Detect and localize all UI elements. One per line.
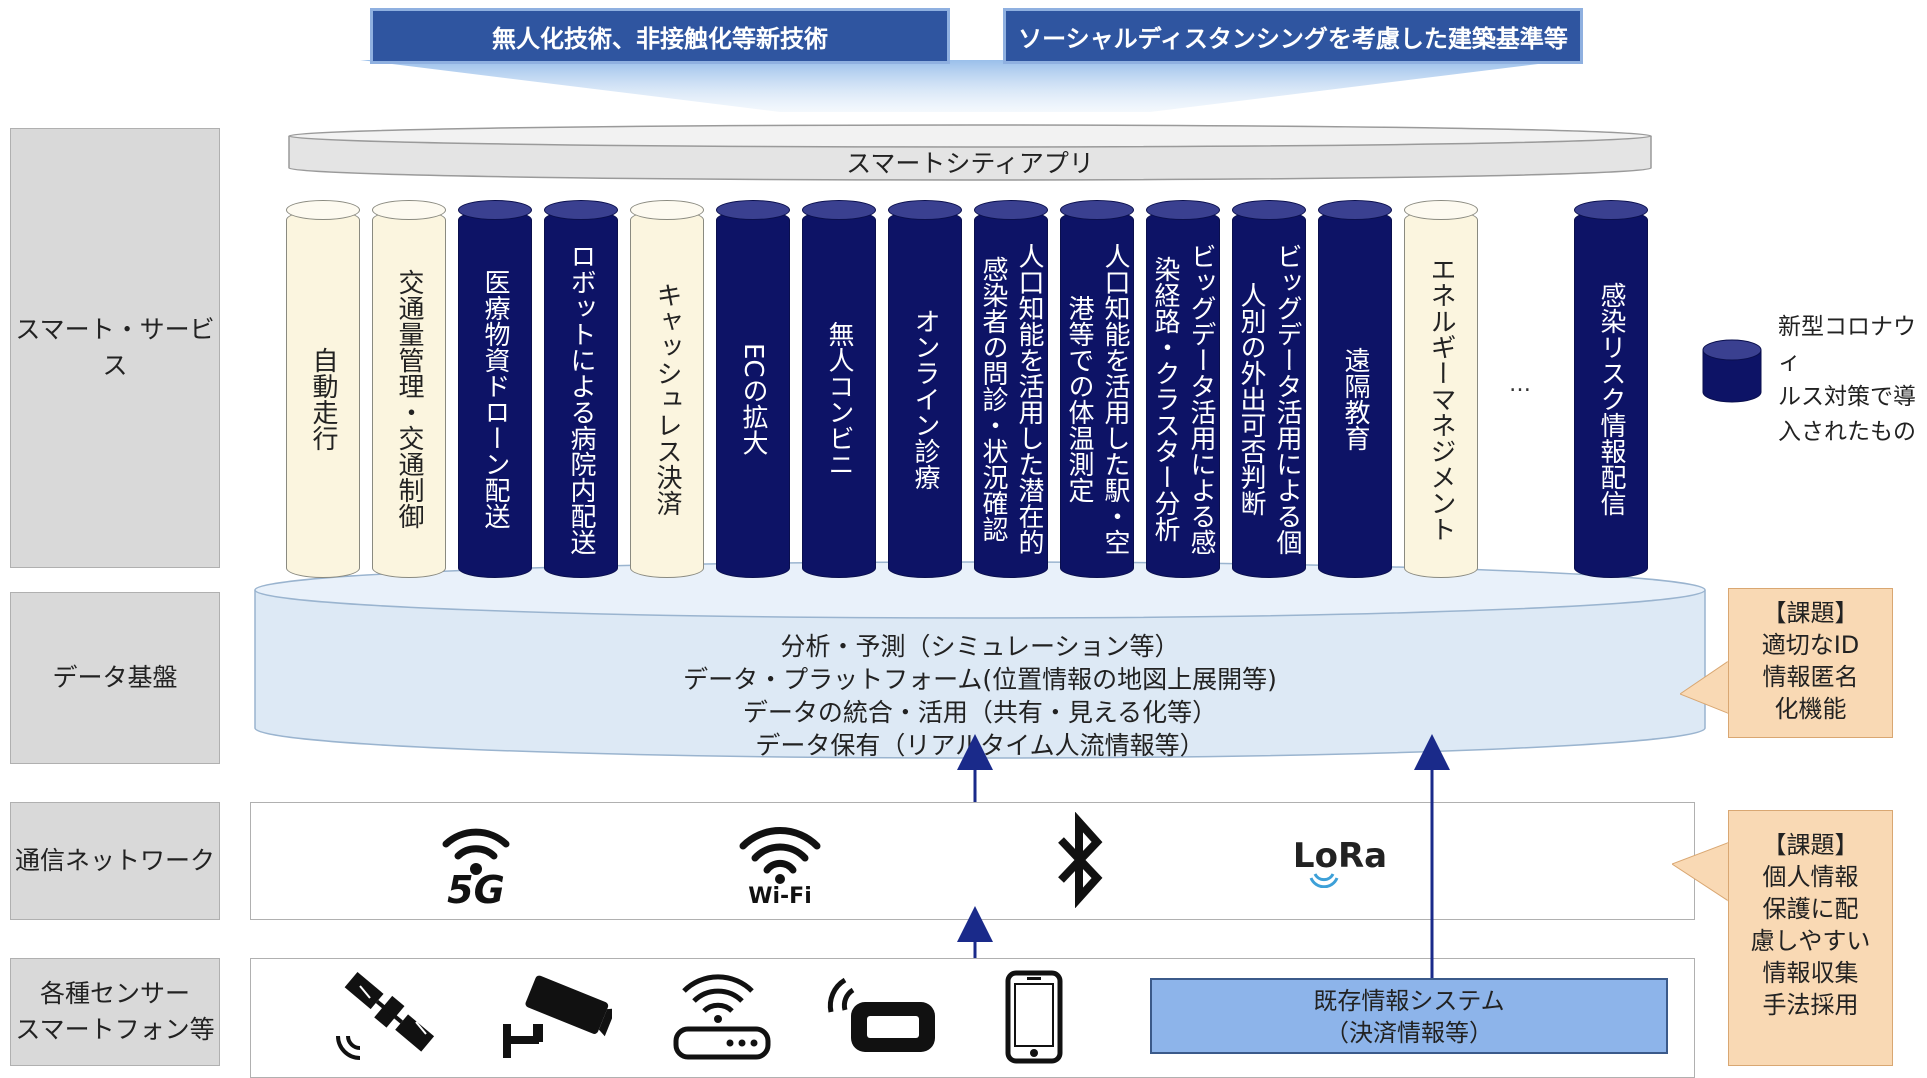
service-label: オンライン診療 xyxy=(910,308,940,490)
service-traffic-control[interactable]: 交通量管理・交通制御 xyxy=(372,200,446,580)
service-ai-temperature[interactable]: 人口知能を活用した駅・空 港等での体温測定 xyxy=(1060,200,1134,580)
top-funnel xyxy=(360,60,1570,112)
issue1-line: 適切なID xyxy=(1761,631,1860,659)
service-label: ロボットによる病院内配送 xyxy=(566,243,596,555)
service-online-medical[interactable]: オンライン診療 xyxy=(888,200,962,580)
service-label-line1: 人口知能を活用した潜在的 xyxy=(1014,243,1044,555)
existing-system-line2: （決済情報等） xyxy=(1325,1019,1493,1047)
data-platform-line: データ・プラットフォーム(位置情報の地図上展開等) xyxy=(683,665,1277,694)
network-box xyxy=(250,802,1695,920)
layer-label-smart-service: スマート・サービス xyxy=(10,128,220,568)
service-label-line2: 感染者の問診・状況確認 xyxy=(978,256,1008,542)
data-platform-line: 分析・予測（シミュレーション等） xyxy=(780,632,1180,661)
legend-line2: ルス対策で導 xyxy=(1778,384,1916,410)
service-ec-expansion[interactable]: ECの拡大 xyxy=(716,200,790,580)
service-label: キャッシュレス決済 xyxy=(652,282,682,516)
service-label-line2: 染経路・クラスター分析 xyxy=(1150,256,1180,542)
service-label: エネルギーマネジメント xyxy=(1426,256,1456,542)
sensors-label-line2: スマートフォン等 xyxy=(15,1015,215,1044)
service-label-line1: ビッグデータ活用による個 xyxy=(1272,243,1302,555)
service-label: 交通量管理・交通制御 xyxy=(394,269,424,529)
service-risk-info[interactable]: 感染リスク情報配信 xyxy=(1574,200,1648,580)
layer-label-sensors: 各種センサー スマートフォン等 xyxy=(10,958,220,1066)
services-ellipsis: … xyxy=(1509,372,1531,397)
issue1-line: 情報匿名 xyxy=(1762,663,1859,691)
existing-system-line1: 既存情報システム xyxy=(1313,987,1505,1015)
issue2-line: 個人情報 xyxy=(1762,863,1859,891)
wifi-arcs-icon xyxy=(442,828,510,875)
data-platform-line: データの統合・活用（共有・見える化等） xyxy=(742,698,1218,727)
service-drone-delivery[interactable]: 医療物資ドローン配送 xyxy=(458,200,532,580)
issue2-line: 保護に配 xyxy=(1762,895,1859,923)
service-label: 遠隔教育 xyxy=(1340,347,1370,451)
service-label-line2: 人別の外出可否判断 xyxy=(1236,282,1266,516)
service-ai-interview[interactable]: 人口知能を活用した潜在的 感染者の問診・状況確認 xyxy=(974,200,1048,580)
top-label-right: ソーシャルディスタンシングを考慮した建築基準等 xyxy=(1003,8,1583,64)
issue1-line: 化機能 xyxy=(1774,695,1847,723)
smartphone-icon xyxy=(1005,970,1063,1064)
service-energy-management[interactable]: エネルギーマネジメント xyxy=(1404,200,1478,580)
service-label-line1: ビッグデータ活用による感 xyxy=(1186,243,1216,555)
app-bar-shape xyxy=(288,124,1652,181)
wifi-fan-icon xyxy=(739,827,821,884)
service-robot-delivery[interactable]: ロボットによる病院内配送 xyxy=(544,200,618,580)
service-outing-judgment[interactable]: ビッグデータ活用による個 人別の外出可否判断 xyxy=(1232,200,1306,580)
fiveg-icon: 5G xyxy=(436,818,516,914)
issue2-line: 慮しやすい xyxy=(1750,927,1871,955)
service-cluster-analysis[interactable]: ビッグデータ活用による感 染経路・クラスター分析 xyxy=(1146,200,1220,580)
service-label: 医療物資ドローン配送 xyxy=(480,269,510,529)
satellite-icon xyxy=(336,971,435,1060)
issue2-line: 【課題】 xyxy=(1762,831,1859,859)
router-icon xyxy=(673,974,771,1060)
legend-line3: 入されたもの xyxy=(1778,419,1916,445)
service-remote-education[interactable]: 遠隔教育 xyxy=(1318,200,1392,580)
lora-waves-icon xyxy=(1309,873,1339,888)
sensors-label-line1: 各種センサー xyxy=(39,978,190,1008)
service-label-line1: 人口知能を活用した駅・空 xyxy=(1100,243,1130,555)
service-label: 無人コンビニ xyxy=(824,321,854,477)
service-label: 自動走行 xyxy=(308,347,338,451)
service-label: 感染リスク情報配信 xyxy=(1596,282,1626,516)
issue1-line: 【課題】 xyxy=(1762,599,1859,627)
legend-cylinder-icon xyxy=(1702,339,1762,403)
security-camera-icon xyxy=(503,975,612,1058)
service-autonomous-driving[interactable]: 自動走行 xyxy=(286,200,360,580)
fiveg-label: 5G xyxy=(447,868,505,912)
bluetooth-icon xyxy=(1058,812,1103,908)
legend-text: 新型コロナウィ ルス対策で導 入されたもの xyxy=(1778,310,1927,450)
issue2-line: 手法採用 xyxy=(1762,991,1859,1019)
wifi-icon: Wi-Fi xyxy=(735,818,825,916)
lora-icon: LoRa xyxy=(1285,836,1395,892)
layer-label-data-platform: データ基盤 xyxy=(10,592,220,764)
issue-callout-1: 【課題】 適切なID 情報匿名 化機能 xyxy=(1728,588,1893,738)
existing-system-box: 既存情報システム （決済情報等） xyxy=(1150,978,1668,1054)
wifi-label: Wi-Fi xyxy=(748,884,812,909)
legend-line1: 新型コロナウィ xyxy=(1778,314,1916,375)
service-label-line2: 港等での体温測定 xyxy=(1064,295,1094,503)
issue-callout-2: 【課題】 個人情報 保護に配 慮しやすい 情報収集 手法採用 xyxy=(1728,810,1893,1066)
service-label: ECの拡大 xyxy=(738,342,768,456)
layer-label-network: 通信ネットワーク xyxy=(10,802,220,920)
service-unmanned-store[interactable]: 無人コンビニ xyxy=(802,200,876,580)
lora-label: LoRa xyxy=(1292,836,1388,876)
top-label-left: 無人化技術、非接触化等新技術 xyxy=(370,8,950,64)
service-cashless-payment[interactable]: キャッシュレス決済 xyxy=(630,200,704,580)
app-bar-label: スマートシティアプリ xyxy=(846,149,1094,178)
mobile-router-icon xyxy=(827,977,935,1052)
issue2-line: 情報収集 xyxy=(1762,959,1859,987)
